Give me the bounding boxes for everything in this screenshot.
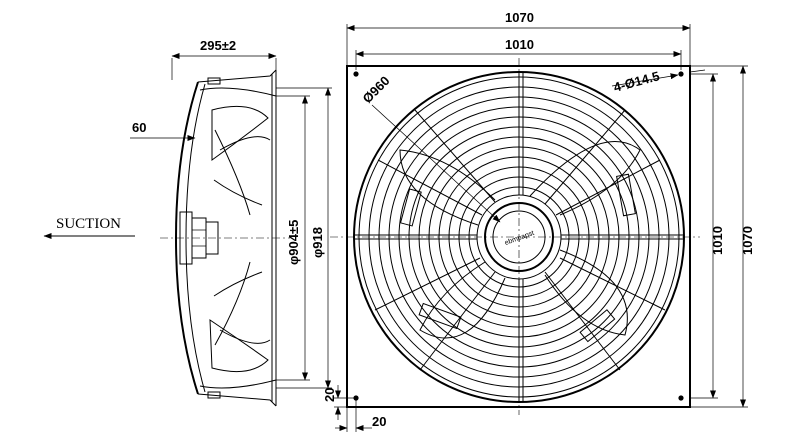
mounting-plate: [346, 65, 691, 408]
mount-holes-text: 4-Ø14.5: [612, 68, 661, 95]
outer-dia-text: φ918: [310, 227, 325, 258]
inlet-offset-text: 60: [132, 120, 146, 135]
mount-hole-callout: 4-Ø14.5: [612, 68, 706, 95]
side-blades: [209, 105, 271, 373]
edge-left-text: 20: [372, 414, 386, 429]
plate-height-inner-text: 1010: [710, 226, 725, 255]
suction-indicator: SUCTION: [43, 216, 135, 239]
edge-dimensions: 20 20: [322, 385, 386, 432]
front-blades: [399, 141, 641, 343]
edge-bottom-text: 20: [322, 388, 337, 402]
depth-dimension-text: 295±2: [200, 38, 236, 53]
width-dimensions: 1070 1010: [346, 10, 691, 70]
front-view: 1070 1010 4-Ø14.5: [322, 10, 755, 432]
side-view: 295±2 60 SUCTION: [43, 38, 332, 407]
plate-width-outer-text: 1070: [505, 10, 534, 25]
diameter-dimensions: φ904±5 φ918: [276, 87, 332, 389]
height-dimensions: 1010 1070: [690, 65, 755, 408]
suction-label: SUCTION: [56, 216, 121, 232]
inner-dia-text: φ904±5: [286, 220, 301, 265]
plate-width-inner-text: 1010: [505, 37, 534, 52]
depth-dimension: 295±2: [171, 38, 277, 80]
plate-height-outer-text: 1070: [740, 226, 755, 255]
guard-dia-text: Ø960: [360, 73, 393, 106]
